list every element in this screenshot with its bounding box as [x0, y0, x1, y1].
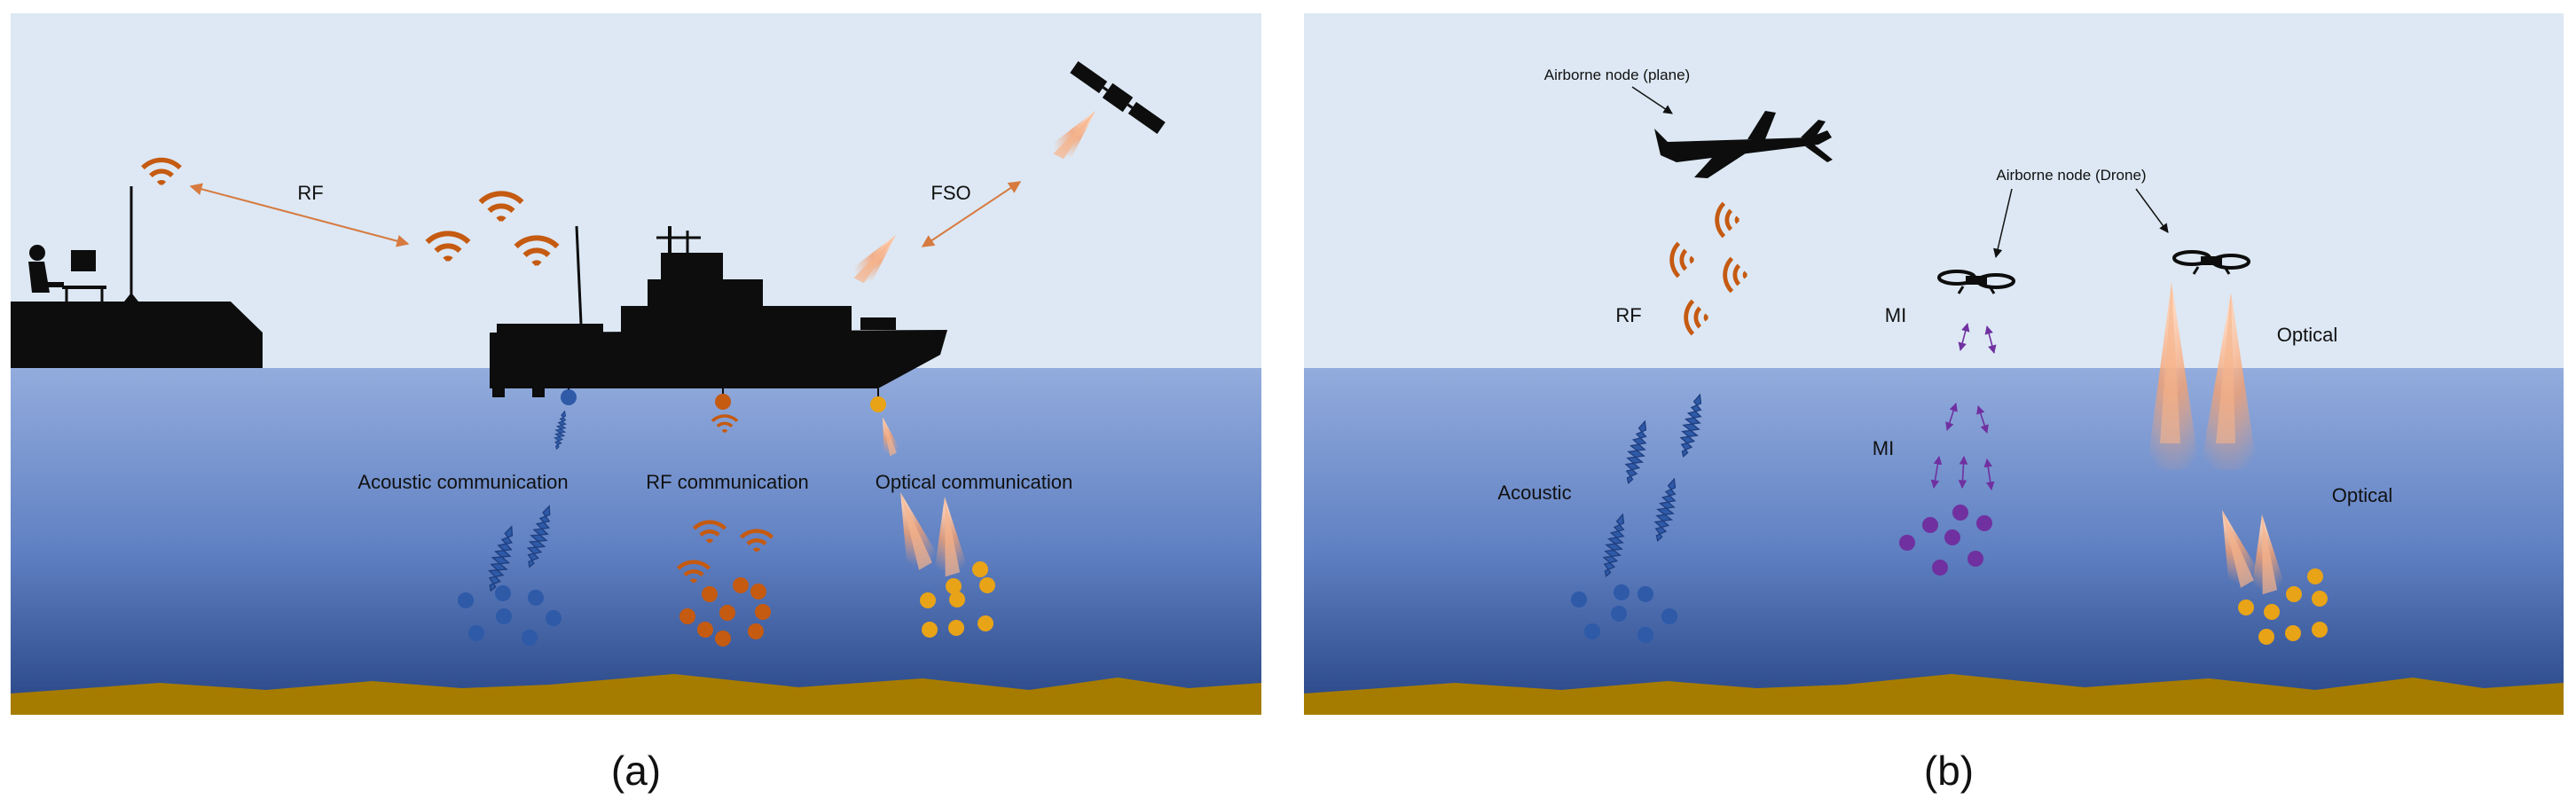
ship-silhouette: [490, 225, 947, 397]
acoustic-node-cluster: [458, 585, 562, 646]
panel-a: RF FSO: [11, 13, 1261, 794]
operator-silhouette: [29, 245, 45, 261]
panel-b: Airborne node (plane) RF Airborne node (…: [1304, 13, 2564, 794]
drone-icon: [2172, 250, 2250, 275]
plane-icon: [1654, 111, 1833, 178]
label-mi-water: MI: [1873, 437, 1894, 459]
panel-a-seabed: [11, 674, 1261, 715]
optical-transducer: [870, 396, 886, 412]
label-optical-comm: Optical communication: [876, 471, 1073, 493]
label-drone: Airborne node (Drone): [1996, 167, 2146, 184]
label-plane: Airborne node (plane): [1544, 67, 1690, 83]
panel-b-seabed: [1304, 674, 2564, 715]
satellite-icon: [1070, 61, 1166, 134]
label-rf: RF: [297, 182, 323, 204]
label-fso: FSO: [931, 182, 970, 204]
optical-node-cluster: [920, 561, 995, 638]
caption-a: (a): [611, 748, 661, 794]
rf-node-cluster: [679, 577, 771, 646]
label-acoustic-comm: Acoustic communication: [357, 471, 568, 493]
label-optical-water: Optical: [2332, 484, 2392, 506]
label-acoustic: Acoustic: [1497, 482, 1571, 504]
fso-link-arrow: [921, 181, 1022, 247]
mi-arrows-air: [1958, 323, 1997, 354]
acoustic-node-cluster: [1571, 584, 1677, 643]
drone-icon: [1937, 270, 2015, 294]
optical-node-cluster: [2238, 568, 2328, 645]
panel-a-water: [11, 368, 1261, 701]
acoustic-transducer: [561, 389, 577, 405]
shore-station: [11, 186, 263, 368]
computer-monitor-icon: [71, 250, 96, 271]
caption-b: (b): [1924, 748, 1974, 794]
label-mi-air: MI: [1885, 304, 1906, 326]
label-rf-comm: RF communication: [646, 471, 808, 493]
rf-link-arrow: [189, 183, 410, 247]
label-rf-air: RF: [1615, 304, 1641, 326]
rf-transducer: [715, 394, 731, 410]
mi-arrows-water: [1930, 403, 1995, 490]
panel-b-sky: [1304, 13, 2564, 368]
panel-b-water: [1304, 368, 2564, 701]
label-optical-air: Optical: [2277, 324, 2337, 346]
mi-node-cluster: [1899, 505, 1992, 576]
